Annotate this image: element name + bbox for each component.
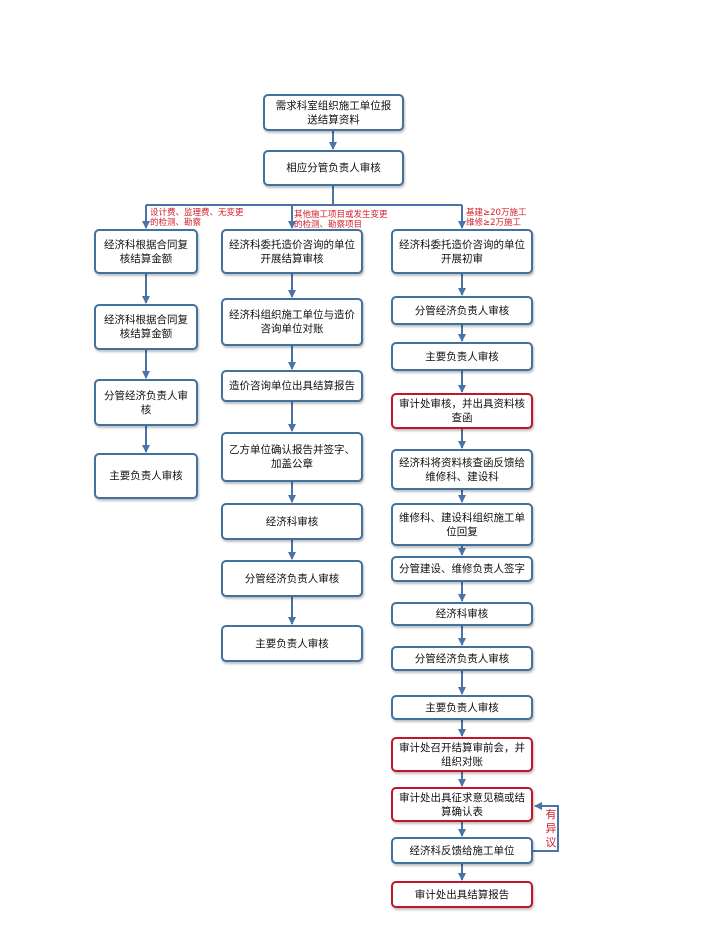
right-step-14-final-report: 审计处出具结算报告 [391, 881, 533, 908]
right-step-2: 分管经济负责人审核 [391, 296, 533, 325]
right-step-10: 主要负责人审核 [391, 695, 533, 720]
branch-note-right: 基建≥20万施工维修≥2万施工 [466, 208, 527, 228]
right-step-7: 分管建设、维修负责人签字 [391, 556, 533, 582]
middle-step-5: 经济科审核 [221, 503, 363, 540]
left-step-1: 经济科根据合同复核结算金额 [94, 229, 198, 274]
middle-step-1: 经济科委托造价咨询的单位开展结算审核 [221, 229, 363, 274]
left-step-2: 经济科根据合同复核结算金额 [94, 304, 198, 350]
middle-step-6: 分管经济负责人审核 [221, 560, 363, 597]
left-step-3: 分管经济负责人审核 [94, 379, 198, 426]
node-submit-settlement: 需求科室组织施工单位报送结算资料 [263, 94, 404, 131]
middle-step-7: 主要负责人审核 [221, 625, 363, 662]
middle-step-4: 乙方单位确认报告并签字、加盖公章 [221, 432, 363, 482]
right-step-13: 经济科反馈给施工单位 [391, 837, 533, 864]
right-step-12-draft-opinion: 审计处出具征求意见稿或结算确认表 [391, 787, 533, 822]
branch-note-left: 设计费、监理费、无变更的检测、勘察 [150, 208, 244, 228]
right-step-11-pre-audit-meeting: 审计处召开结算审前会，并组织对账 [391, 737, 533, 772]
right-step-3: 主要负责人审核 [391, 342, 533, 371]
left-step-4: 主要负责人审核 [94, 453, 198, 499]
right-step-5: 经济科将资料核查函反馈给维修科、建设科 [391, 449, 533, 490]
right-step-6: 维修科、建设科组织施工单位回复 [391, 503, 533, 546]
branch-note-middle: 其他施工项目或发生变更的检测、勘察项目 [294, 210, 388, 230]
right-step-4-audit-check: 审计处审核，并出具资料核查函 [391, 393, 533, 429]
node-responsible-review: 相应分管负责人审核 [263, 150, 404, 186]
feedback-loop-arrow [533, 802, 559, 852]
middle-step-2: 经济科组织施工单位与造价咨询单位对账 [221, 298, 363, 346]
objection-loop-label: 有异议 [545, 808, 557, 849]
middle-step-3: 造价咨询单位出具结算报告 [221, 370, 363, 402]
right-step-8: 经济科审核 [391, 602, 533, 626]
right-step-9: 分管经济负责人审核 [391, 646, 533, 671]
right-step-1: 经济科委托造价咨询的单位开展初审 [391, 229, 533, 274]
